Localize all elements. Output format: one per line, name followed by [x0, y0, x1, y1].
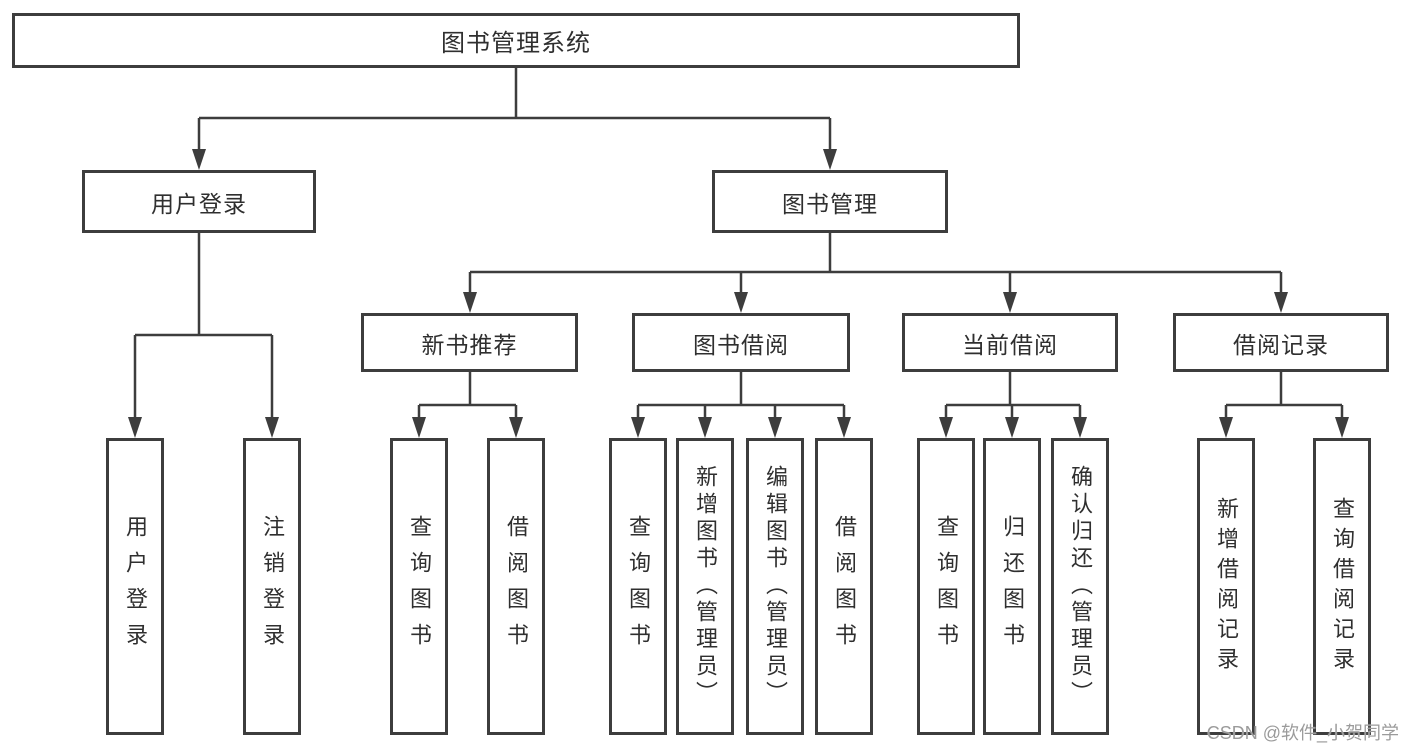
leaf-current-return-label: 归还图书 — [1000, 514, 1025, 659]
leaf-borrow-query-label: 查询图书 — [626, 514, 651, 659]
leaf-newbook-query: 查询图书 — [390, 438, 448, 735]
node-book-mgmt: 图书管理 — [712, 170, 948, 233]
connector-user-login — [133, 233, 274, 420]
node-user-login: 用户登录 — [82, 170, 316, 233]
leaf-record-query-label: 查询借阅记录 — [1330, 496, 1355, 677]
arrow-to-borrow-record — [1274, 292, 1288, 313]
node-current-borrow-label: 当前借阅 — [962, 331, 1058, 358]
leaf-borrow-edit-admin-label: 编辑图书（管理员） — [763, 465, 788, 708]
node-new-book: 新书推荐 — [361, 313, 578, 372]
arrow-to-leaf-d2 — [1005, 417, 1019, 438]
node-borrow-record-label: 借阅记录 — [1233, 331, 1329, 358]
node-borrow-record: 借阅记录 — [1173, 313, 1389, 372]
leaf-newbook-query-label: 查询图书 — [407, 514, 432, 659]
leaf-current-return: 归还图书 — [983, 438, 1041, 735]
arrow-to-leaf-d3 — [1073, 417, 1087, 438]
leaf-logout-label: 注销登录 — [260, 514, 285, 659]
arrow-to-leaf-b2 — [509, 417, 523, 438]
leaf-record-add-label: 新增借阅记录 — [1214, 496, 1239, 677]
leaf-record-add: 新增借阅记录 — [1197, 438, 1255, 735]
node-book-borrow-label: 图书借阅 — [693, 331, 789, 358]
node-book-mgmt-label: 图书管理 — [782, 190, 878, 217]
connector-borrow-record — [1224, 372, 1344, 420]
node-root: 图书管理系统 — [12, 13, 1020, 68]
leaf-logout: 注销登录 — [243, 438, 301, 735]
node-root-label: 图书管理系统 — [441, 30, 591, 57]
arrow-to-book-borrow — [734, 292, 748, 313]
leaf-borrow-edit-admin: 编辑图书（管理员） — [746, 438, 804, 735]
arrow-to-leaf-b1 — [412, 417, 426, 438]
arrow-to-leaf-a1 — [128, 417, 142, 438]
arrow-to-leaf-e1 — [1219, 417, 1233, 438]
node-book-borrow: 图书借阅 — [632, 313, 850, 372]
arrow-to-leaf-d1 — [939, 417, 953, 438]
connector-book-borrow — [636, 372, 846, 420]
leaf-current-confirm-admin-label: 确认归还（管理员） — [1068, 465, 1093, 708]
leaf-borrow-book: 借阅图书 — [815, 438, 873, 735]
leaf-user-login: 用户登录 — [106, 438, 164, 735]
node-new-book-label: 新书推荐 — [421, 331, 518, 358]
leaf-newbook-borrow-label: 借阅图书 — [504, 514, 529, 659]
leaf-current-query: 查询图书 — [917, 438, 975, 735]
leaf-borrow-query: 查询图书 — [609, 438, 667, 735]
leaf-newbook-borrow: 借阅图书 — [487, 438, 545, 735]
connector-book-mgmt — [468, 233, 1283, 296]
leaf-borrow-add-admin: 新增图书（管理员） — [676, 438, 734, 735]
arrow-to-leaf-a2 — [265, 417, 279, 438]
arrow-to-leaf-c3 — [768, 417, 782, 438]
arrow-to-new-book — [463, 292, 477, 313]
leaf-current-query-label: 查询图书 — [934, 514, 959, 659]
connector-current-borrow — [944, 372, 1082, 420]
arrow-to-current-borrow — [1003, 292, 1017, 313]
arrow-to-leaf-c4 — [837, 417, 851, 438]
arrow-to-leaf-e2 — [1335, 417, 1349, 438]
leaf-current-confirm-admin: 确认归还（管理员） — [1051, 438, 1109, 735]
arrow-to-user-login — [192, 149, 206, 170]
arrow-to-leaf-c2 — [698, 417, 712, 438]
node-current-borrow: 当前借阅 — [902, 313, 1118, 372]
node-user-login-label: 用户登录 — [151, 190, 247, 217]
arrow-to-book-mgmt — [823, 149, 837, 170]
connector-new-book — [417, 372, 518, 420]
arrow-to-leaf-c1 — [631, 417, 645, 438]
connector-root — [197, 68, 832, 152]
leaf-record-query: 查询借阅记录 — [1313, 438, 1371, 735]
leaf-borrow-book-label: 借阅图书 — [832, 514, 857, 659]
leaf-borrow-add-admin-label: 新增图书（管理员） — [693, 465, 718, 708]
csdn-watermark: CSDN @软件_小贺同学 — [1206, 723, 1399, 743]
leaf-user-login-label: 用户登录 — [123, 514, 148, 659]
